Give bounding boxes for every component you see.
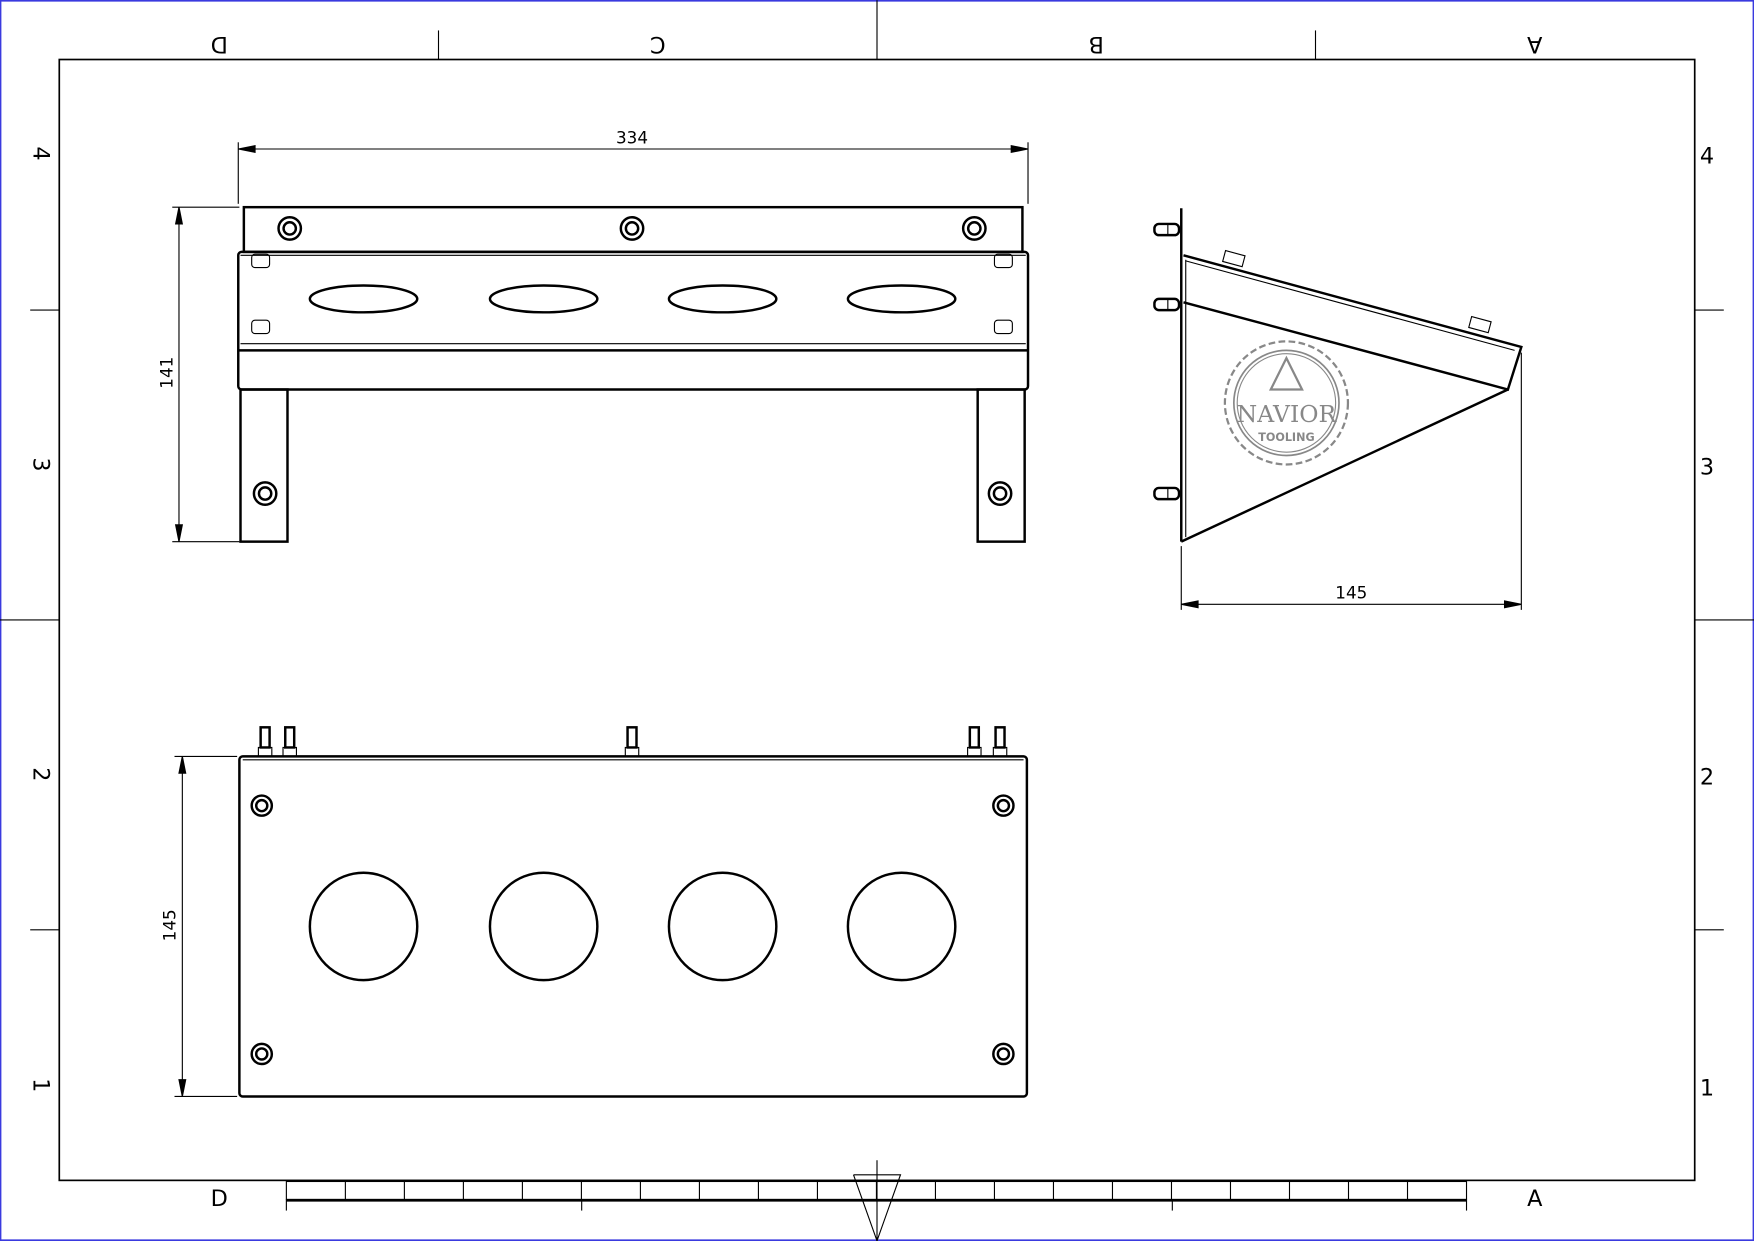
stud-base [967, 746, 982, 757]
logo-subtitle: TOOLING [1258, 431, 1314, 444]
stud [259, 726, 271, 749]
oval-slot [667, 284, 778, 314]
scale-label-right: A [1527, 1186, 1543, 1212]
stud [968, 726, 981, 749]
logo-name: NAVIOR [1237, 400, 1338, 428]
bolt-icon [987, 481, 1013, 506]
bolt-icon [961, 216, 987, 241]
zone-labels-left: 4 3 2 1 [28, 146, 54, 1092]
bolt-icon [992, 1042, 1015, 1066]
zone-dividers [0, 0, 1754, 931]
round-hole [846, 871, 957, 982]
zone-label-left: 4 [28, 146, 54, 160]
bolt-inner [257, 486, 273, 501]
bolt-inner [282, 221, 298, 236]
bolt-icon [252, 481, 278, 506]
dimension-width: 334 [616, 127, 648, 147]
bolt-icon [619, 216, 645, 241]
top-view: 145 [160, 726, 1029, 1098]
centering-mark [852, 1160, 902, 1241]
dimension-depth: 145 [1335, 583, 1367, 603]
scale-label-left: D [211, 1186, 228, 1212]
side-view: NAVIOR TOOLING 145 [1153, 208, 1523, 610]
bolt-icon [992, 794, 1015, 817]
oval-slot [308, 284, 419, 314]
bolt-icon [277, 216, 303, 241]
round-hole [667, 871, 778, 982]
pin [1153, 486, 1181, 501]
bolt-icon [250, 1042, 274, 1066]
stud-base [257, 746, 273, 757]
stud-base [282, 746, 297, 757]
zone-label-right: 1 [1700, 1075, 1714, 1101]
pin [1153, 222, 1181, 237]
zone-label-left: 1 [28, 1078, 54, 1092]
tab [251, 319, 271, 335]
oval-slot [488, 284, 599, 314]
bolt-inner [254, 798, 269, 813]
bolt-inner [624, 221, 640, 236]
bolt-inner [996, 798, 1011, 813]
zone-label-top: D [211, 31, 228, 57]
zone-labels-top: D C B A [211, 31, 1543, 57]
zone-label-left: 2 [28, 767, 54, 781]
tab [251, 253, 271, 269]
navior-logo: NAVIOR TOOLING [1223, 340, 1350, 466]
stud-base [992, 746, 1008, 757]
front-view: 334 141 [156, 127, 1030, 543]
stud [284, 726, 296, 749]
bolt-icon [250, 794, 274, 817]
zone-label-left: 3 [28, 457, 54, 471]
bolt-inner [254, 1047, 269, 1061]
dimension-height: 145 [160, 909, 180, 941]
zone-label-right: 3 [1700, 455, 1714, 481]
tab [993, 319, 1013, 335]
stud [994, 726, 1006, 749]
zone-label-top: C [650, 31, 666, 57]
stud-base [624, 746, 640, 757]
drawing-frame [58, 58, 1696, 1182]
dimension-height: 141 [156, 357, 176, 389]
pin [1153, 297, 1181, 312]
round-hole [308, 871, 419, 982]
zone-label-right: 2 [1700, 764, 1714, 790]
zone-label-top: B [1089, 31, 1104, 57]
round-hole [488, 871, 599, 982]
zone-labels-right: 4 3 2 1 [1700, 144, 1714, 1102]
bolt-inner [966, 221, 982, 236]
bolt-inner [996, 1047, 1011, 1061]
zone-label-top: A [1526, 31, 1542, 57]
oval-slot [846, 284, 957, 314]
zone-label-right: 4 [1700, 144, 1714, 170]
stud [626, 726, 638, 749]
bolt-inner [992, 486, 1008, 501]
tab [993, 253, 1013, 269]
